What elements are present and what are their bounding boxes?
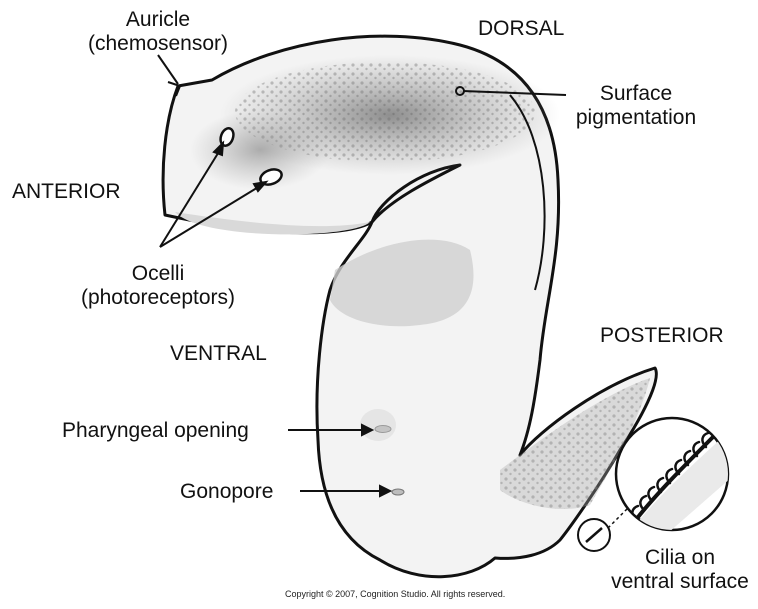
label-ventral: VENTRAL — [170, 342, 267, 366]
gonopore-mark — [392, 489, 404, 495]
label-ocelli-line2: (photoreceptors) — [68, 286, 248, 310]
cilia-zoom-connector — [608, 508, 628, 528]
cilia-magnified-view — [616, 418, 740, 540]
label-cilia-line2: ventral surface — [610, 570, 750, 594]
label-surface-line2: pigmentation — [566, 106, 706, 130]
pharyngeal-halo — [360, 409, 396, 441]
label-dorsal: DORSAL — [478, 17, 564, 41]
label-ocelli-line1: Ocelli — [68, 262, 248, 286]
label-posterior: POSTERIOR — [600, 324, 724, 348]
copyright-notice: Copyright © 2007, Cognition Studio. All … — [285, 589, 505, 599]
label-anterior: ANTERIOR — [12, 180, 121, 204]
label-gonopore: Gonopore — [180, 480, 273, 504]
label-cilia-line1: Cilia on — [610, 546, 750, 570]
label-pharyngeal-opening: Pharyngeal opening — [62, 419, 249, 443]
label-auricle-line1: Auricle — [58, 8, 258, 32]
label-surface-line1: Surface — [566, 82, 706, 106]
label-ocelli: Ocelli (photoreceptors) — [68, 262, 248, 310]
cilia-small-stroke — [586, 528, 602, 542]
label-cilia: Cilia on ventral surface — [610, 546, 750, 594]
label-surface-pigmentation: Surface pigmentation — [566, 82, 706, 130]
label-auricle-line2: (chemosensor) — [58, 32, 258, 56]
label-auricle: Auricle (chemosensor) — [58, 8, 258, 56]
